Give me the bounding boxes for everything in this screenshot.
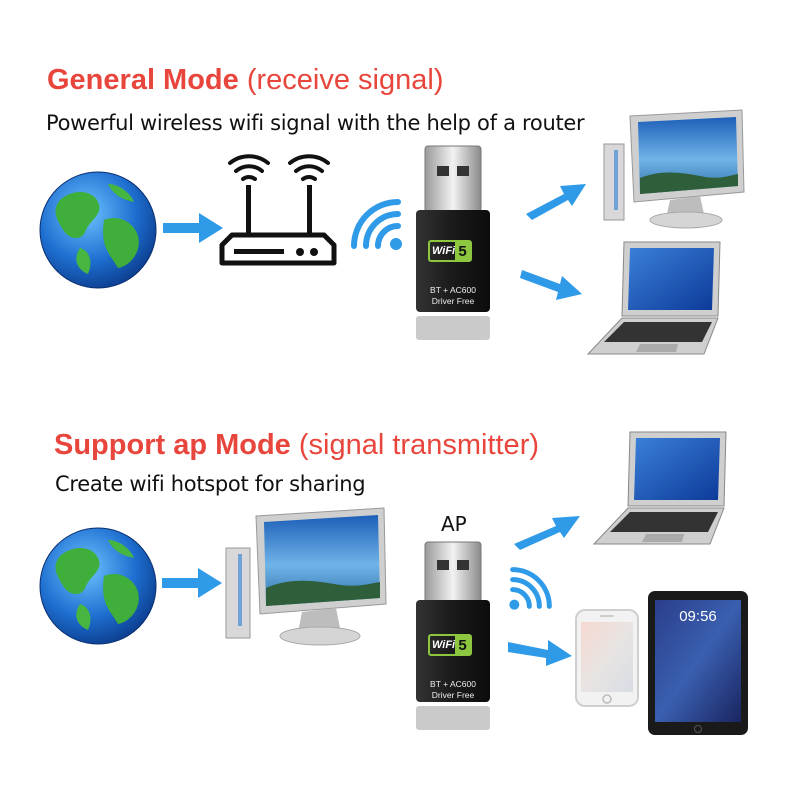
globe-icon xyxy=(39,171,157,289)
router-icon xyxy=(219,154,337,266)
dongle-line1: BT + AC600 xyxy=(430,285,476,295)
dongle-badge-number: 5 xyxy=(455,242,470,260)
laptop-icon xyxy=(586,241,721,355)
dongle-line1: BT + AC600 xyxy=(430,679,476,689)
arrow-right-icon xyxy=(520,270,582,300)
ap-label: AP xyxy=(441,512,467,536)
dongle-line2: Driver Free xyxy=(431,690,475,700)
globe-icon xyxy=(39,527,157,645)
laptop-icon xyxy=(592,431,727,545)
tablet-clock: 09:56 xyxy=(679,608,717,625)
ap-mode-title-main: Support ap Mode xyxy=(54,429,291,461)
desktop-pc-icon xyxy=(225,507,387,646)
smartphone-icon xyxy=(575,609,639,707)
arrow-right-icon xyxy=(514,516,580,550)
desktop-pc-icon xyxy=(603,109,745,229)
usb-dongle-icon xyxy=(416,541,490,730)
ap-mode-title: Support ap Mode (signal transmitter) xyxy=(54,429,539,462)
dongle-badge-text: WiFi xyxy=(432,245,456,257)
general-mode-subtitle: (receive signal) xyxy=(246,64,444,96)
dongle-badge-text: WiFi xyxy=(432,639,456,651)
general-mode-title-main: General Mode xyxy=(47,64,239,96)
ap-mode-subtitle: (signal transmitter) xyxy=(298,429,540,461)
tablet-icon xyxy=(648,591,748,735)
arrow-right-icon xyxy=(508,640,572,666)
arrow-right-icon xyxy=(163,213,223,243)
wifi-signal-icon xyxy=(351,199,402,250)
arrow-right-icon xyxy=(526,184,586,220)
wifi-signal-icon xyxy=(509,567,552,610)
dongle-line2: Driver Free xyxy=(431,296,475,306)
dongle-badge-number: 5 xyxy=(455,636,470,654)
general-mode-description: Powerful wireless wifi signal with the h… xyxy=(46,111,585,135)
dongle-badge: WiFi 5 xyxy=(428,634,472,656)
ap-mode-description: Create wifi hotspot for sharing xyxy=(55,472,366,496)
general-mode-title: General Mode (receive signal) xyxy=(47,64,443,97)
arrow-right-icon xyxy=(162,568,222,598)
dongle-badge: WiFi 5 xyxy=(428,240,472,262)
